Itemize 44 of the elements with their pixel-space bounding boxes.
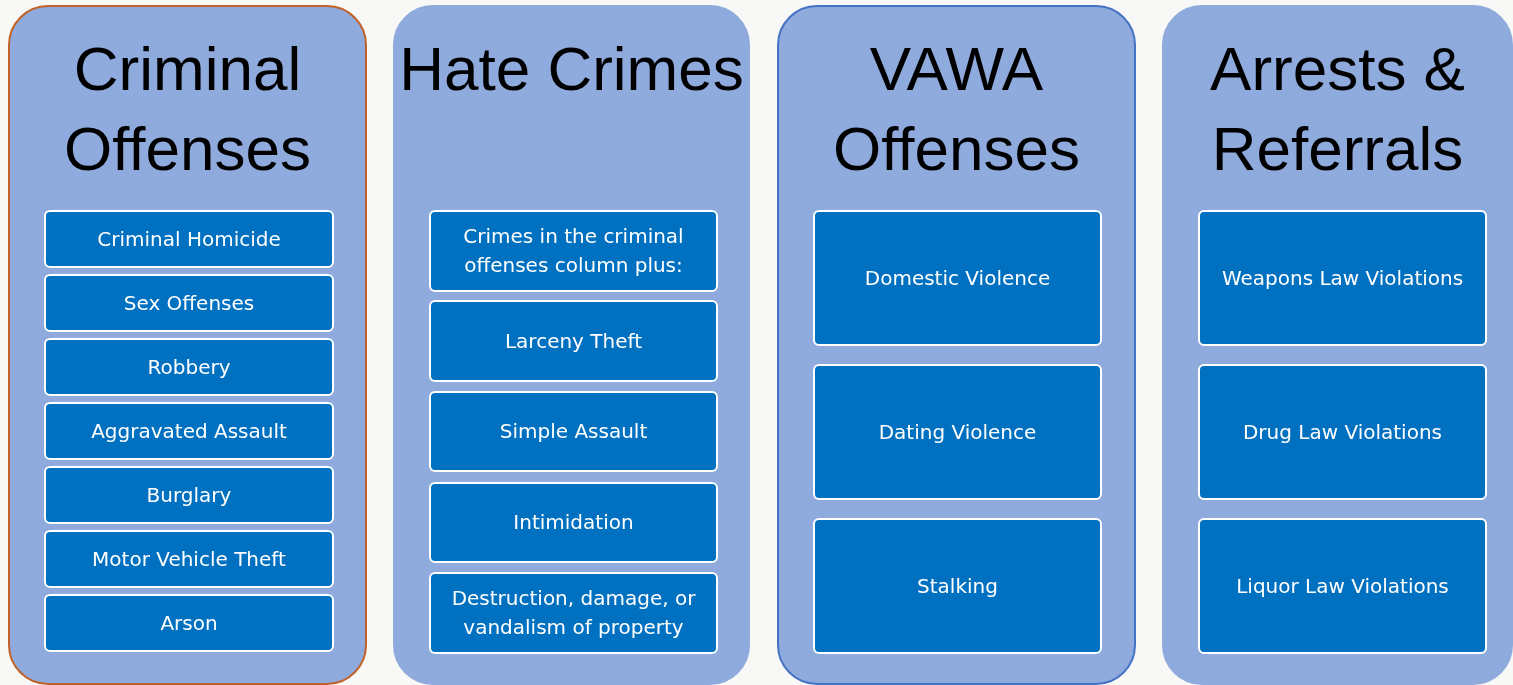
category-panel bbox=[393, 5, 750, 685]
offense-label: Burglary bbox=[146, 481, 232, 509]
offense-label: Intimidation bbox=[513, 509, 634, 536]
offense-label: Simple Assault bbox=[499, 418, 648, 445]
offense-box bbox=[1198, 364, 1487, 500]
offense-label: Liquor Law Violations bbox=[1236, 572, 1449, 600]
offense-box bbox=[44, 402, 334, 460]
offense-label: Larceny Theft bbox=[504, 327, 643, 355]
category-panel bbox=[1162, 5, 1513, 685]
offense-box bbox=[44, 594, 334, 652]
offense-box bbox=[429, 300, 718, 382]
offense-box bbox=[429, 210, 718, 292]
offense-box bbox=[44, 466, 334, 524]
offense-label: Dating Violence bbox=[878, 418, 1037, 446]
offense-box bbox=[813, 364, 1102, 500]
offense-box bbox=[813, 210, 1102, 346]
panel-title: Hate Crimes bbox=[398, 33, 745, 105]
offense-label: Robbery bbox=[147, 353, 231, 381]
offense-box bbox=[813, 518, 1102, 654]
offense-box bbox=[429, 572, 718, 654]
offense-box bbox=[429, 482, 718, 563]
offense-label: Sex Offenses bbox=[123, 289, 255, 317]
offense-label: Aggravated Assault bbox=[91, 417, 287, 445]
offense-label: Weapons Law Violations bbox=[1221, 264, 1464, 292]
category-panel bbox=[777, 5, 1136, 685]
category-panel bbox=[8, 5, 367, 685]
offense-label: Drug Law Violations bbox=[1242, 418, 1442, 446]
offense-label: Domestic Violence bbox=[864, 264, 1051, 292]
panel-title: Arrests & Referrals bbox=[1209, 33, 1466, 185]
offense-box bbox=[44, 210, 334, 268]
offense-label: Crimes in the criminal offenses column plus: bbox=[462, 223, 685, 279]
offense-label: Destruction, damage, or vandalism of property bbox=[450, 585, 697, 641]
panel-title: VAWA Offenses bbox=[832, 33, 1081, 185]
offense-label: Arson bbox=[160, 609, 218, 637]
offense-box bbox=[1198, 210, 1487, 346]
offense-box bbox=[1198, 518, 1487, 654]
offense-box bbox=[44, 530, 334, 588]
offense-label: Motor Vehicle Theft bbox=[92, 545, 286, 573]
offense-label: Stalking bbox=[917, 572, 998, 600]
offense-box bbox=[429, 391, 718, 472]
offense-box bbox=[44, 274, 334, 332]
offense-label: Criminal Homicide bbox=[97, 225, 281, 253]
offense-box bbox=[44, 338, 334, 396]
panel-title: Criminal Offenses bbox=[63, 33, 312, 185]
